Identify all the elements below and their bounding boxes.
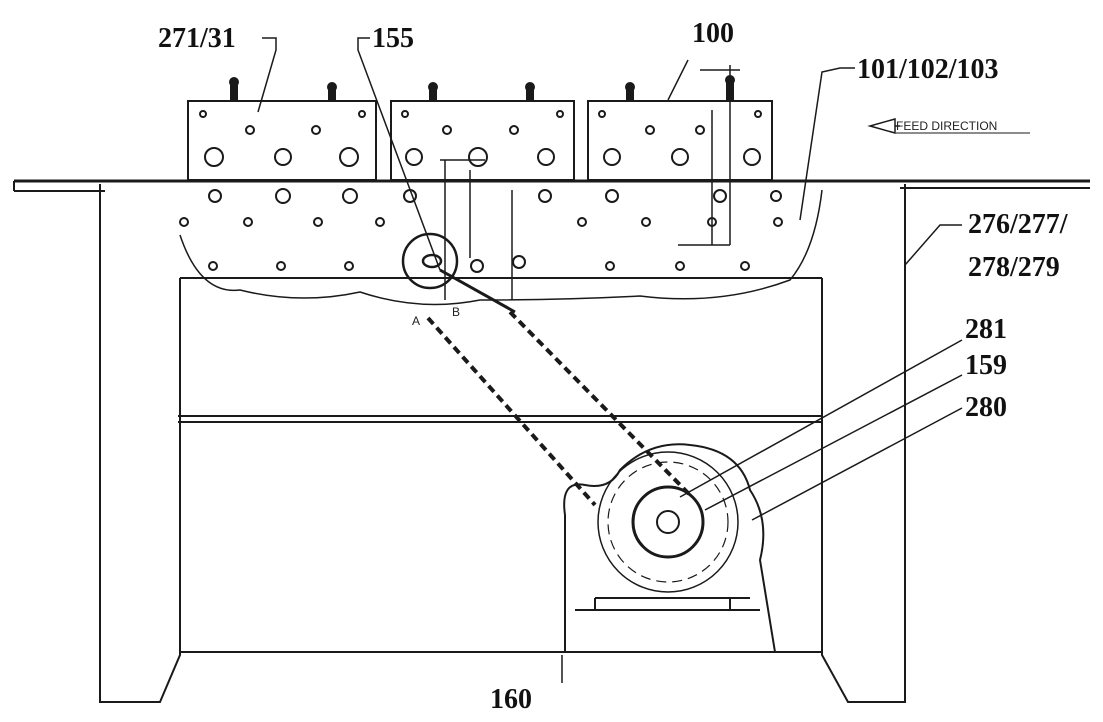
label-100: 100	[692, 18, 734, 49]
label-160: 160	[490, 684, 532, 715]
marker-a: A	[412, 314, 420, 328]
label-280: 280	[965, 392, 1007, 423]
feed-direction-arrow: FEED DIRECTION	[867, 118, 1030, 134]
reference-labels: 271/31 155 100 101/102/103 276/277/ 278/…	[158, 18, 1069, 715]
label-271-31: 271/31	[158, 23, 236, 54]
chain-link-line	[439, 268, 516, 314]
plate-holes	[179, 188, 783, 273]
station-holes	[199, 110, 762, 167]
cutaway-edge	[179, 189, 823, 306]
section-markers: A B	[412, 305, 460, 328]
stations	[187, 100, 773, 181]
label-101-102-103: 101/102/103	[857, 54, 999, 85]
marker-b: B	[452, 305, 460, 319]
label-155: 155	[372, 23, 414, 54]
feed-direction-label: FEED DIRECTION	[896, 119, 997, 133]
drive-chain	[426, 310, 692, 507]
label-278-279: 278/279	[968, 252, 1060, 283]
label-281: 281	[965, 314, 1007, 345]
drive-sprocket	[401, 232, 459, 290]
leader-lines	[257, 37, 963, 683]
motor	[563, 443, 776, 653]
marking-lines	[440, 65, 740, 300]
top-bolts	[229, 75, 735, 101]
frame	[13, 179, 1090, 703]
label-276-277: 276/277/	[968, 209, 1069, 240]
label-159: 159	[965, 350, 1007, 381]
